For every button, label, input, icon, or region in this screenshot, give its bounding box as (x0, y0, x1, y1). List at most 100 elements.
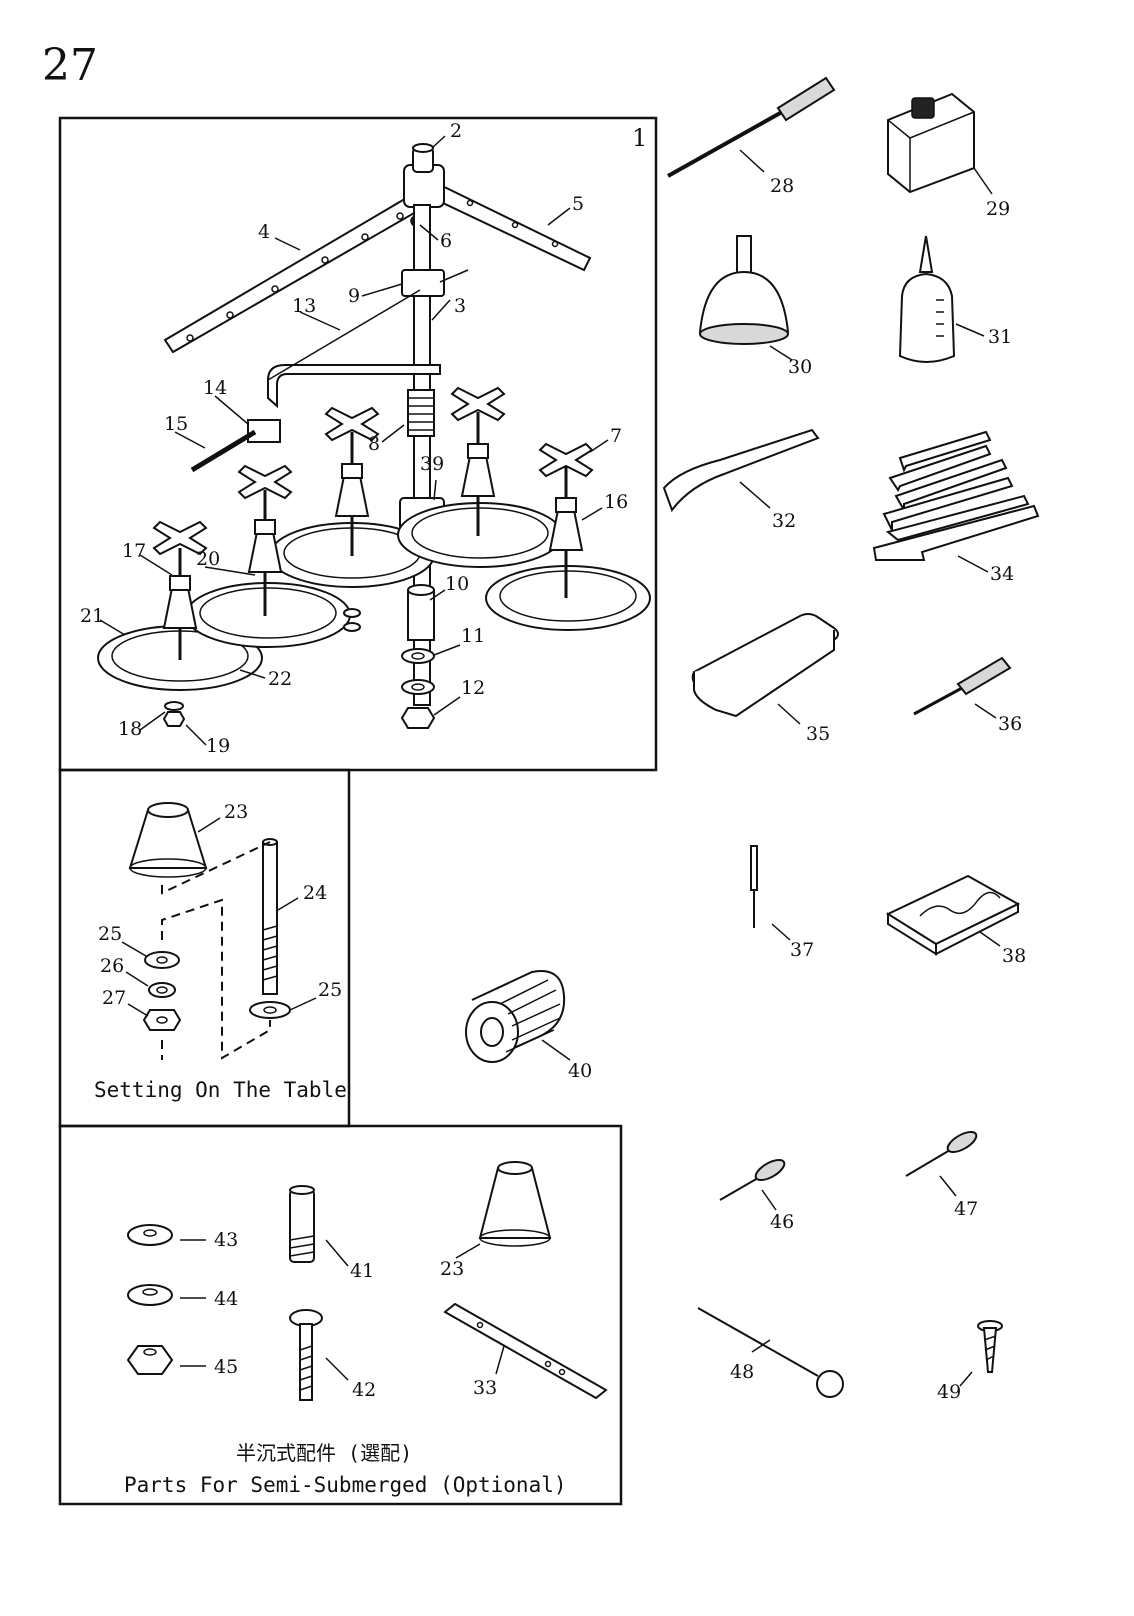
manual-38 (885, 874, 1021, 956)
washer-18 (164, 701, 184, 711)
label-10: 10 (445, 573, 469, 595)
washer-25a (144, 951, 180, 969)
label-23a: 23 (224, 801, 248, 823)
spindles (152, 386, 594, 660)
label-46: 46 (770, 1211, 794, 1233)
label-21: 21 (80, 605, 104, 627)
label-28: 28 (770, 175, 794, 197)
nut-45 (126, 1345, 174, 1375)
label-7: 7 (610, 425, 622, 447)
label-15: 15 (164, 413, 188, 435)
label-36: 36 (998, 713, 1022, 735)
nut-27 (142, 1009, 182, 1031)
bolt-24 (262, 841, 278, 995)
block-14 (247, 419, 281, 443)
label-25a: 25 (98, 923, 122, 945)
semi-submerged-frame (58, 1124, 623, 1506)
label-2: 2 (450, 120, 462, 142)
tweezers-32 (662, 428, 820, 513)
plates-22 (97, 502, 651, 691)
label-40: 40 (568, 1060, 592, 1082)
label-34: 34 (990, 563, 1014, 585)
label-16: 16 (604, 491, 628, 513)
label-45: 45 (214, 1356, 238, 1378)
label-35: 35 (806, 723, 830, 745)
semi-submerged-illustration (126, 1161, 608, 1401)
screwdriver-28 (667, 76, 836, 178)
wire-tool-48 (697, 1307, 844, 1398)
label-44: 44 (214, 1288, 238, 1310)
label-18: 18 (118, 718, 142, 740)
oil-box-29 (887, 92, 993, 195)
label-17: 17 (122, 540, 146, 562)
label-3: 3 (454, 295, 466, 317)
label-38: 38 (1002, 945, 1026, 967)
label-43: 43 (214, 1229, 238, 1251)
label-39: 39 (420, 453, 444, 475)
label-23b: 23 (440, 1258, 464, 1280)
washer-26 (148, 982, 176, 998)
stud-41 (289, 1189, 315, 1263)
threader-47 (905, 1130, 978, 1197)
label-24: 24 (303, 882, 327, 904)
arm-bar-5 (422, 178, 592, 272)
washer-11 (401, 648, 435, 664)
hex-keys-34 (872, 430, 1040, 573)
label-41: 41 (350, 1260, 374, 1282)
label-32: 32 (772, 510, 796, 532)
filter-40 (465, 970, 571, 1063)
label-14: 14 (203, 377, 227, 399)
table-setting-illustration (121, 802, 317, 1060)
label-4: 4 (258, 221, 270, 243)
clamp-9 (401, 269, 445, 297)
spring-8 (407, 389, 435, 437)
label-31: 31 (988, 326, 1012, 348)
label-30: 30 (788, 356, 812, 378)
needle-37 (750, 845, 791, 941)
label-20: 20 (196, 548, 220, 570)
label-6: 6 (440, 230, 452, 252)
case-35 (691, 613, 839, 725)
label-25b: 25 (318, 979, 342, 1001)
label-19: 19 (206, 735, 230, 757)
label-8: 8 (368, 433, 380, 455)
label-49: 49 (937, 1381, 961, 1403)
washer-43 (127, 1224, 173, 1246)
page-number: 27 (42, 40, 98, 91)
caption-semi-submerged-zh: 半沉式配件 (選配) (236, 1441, 412, 1465)
assembly-number: 1 (632, 124, 647, 152)
label-26: 26 (100, 955, 124, 977)
label-11: 11 (461, 625, 485, 647)
cone-23b (478, 1167, 552, 1239)
label-47: 47 (954, 1198, 978, 1220)
label-33: 33 (473, 1377, 497, 1399)
funnel-30 (698, 235, 793, 361)
caption-setting-on-table: Setting On The Table (94, 1078, 347, 1102)
main-assembly-frame (58, 116, 658, 772)
nut-12 (400, 707, 436, 729)
bolt-42 (299, 1323, 313, 1401)
label-12: 12 (461, 677, 485, 699)
rod-15 (190, 429, 257, 473)
threader-46 (719, 1158, 786, 1211)
label-37: 37 (790, 939, 814, 961)
label-29: 29 (986, 198, 1010, 220)
plate-33 (443, 1302, 608, 1400)
label-13: 13 (292, 295, 316, 317)
thread-stand-illustration (97, 135, 651, 746)
washer-25b (249, 1001, 291, 1019)
nut-19 (162, 711, 186, 727)
sleeve-10 (407, 589, 435, 641)
screw-49 (959, 1320, 1003, 1387)
screwdriver-36 (913, 656, 1012, 719)
label-42: 42 (352, 1379, 376, 1401)
label-22: 22 (268, 668, 292, 690)
label-5: 5 (572, 193, 584, 215)
oiler-31 (898, 235, 985, 363)
label-9: 9 (348, 285, 360, 307)
caption-semi-submerged-en: Parts For Semi-Submerged (Optional) (124, 1473, 567, 1497)
label-27: 27 (102, 987, 126, 1009)
table-setting-frame (58, 768, 351, 1128)
label-48: 48 (730, 1361, 754, 1383)
arm-bar-4 (163, 188, 430, 354)
